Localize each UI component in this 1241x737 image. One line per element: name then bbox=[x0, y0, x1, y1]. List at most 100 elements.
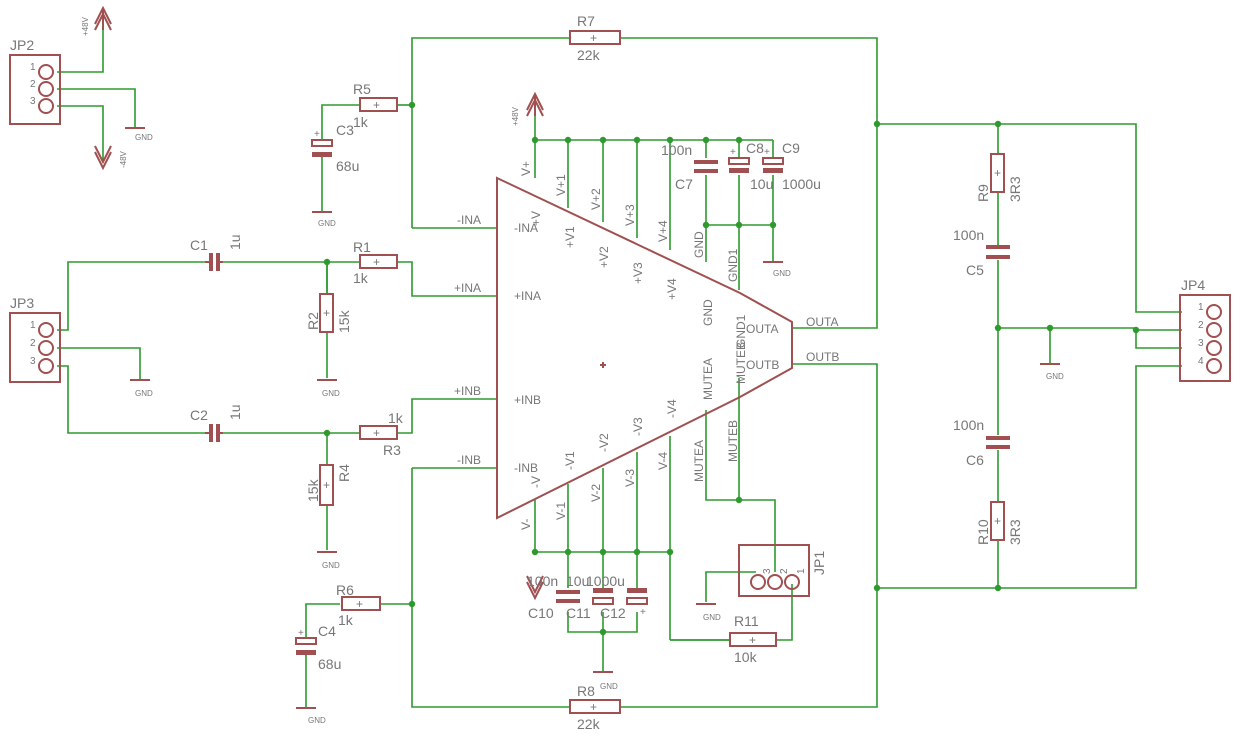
r7-name: R7 bbox=[577, 13, 595, 29]
svg-text:+: + bbox=[764, 147, 770, 158]
c1-value: 1u bbox=[227, 234, 243, 250]
c10-name: C10 bbox=[528, 605, 554, 621]
wire-r7-top bbox=[411, 37, 570, 228]
wire-jp1-gnd bbox=[705, 571, 756, 602]
c11-value: 10u bbox=[566, 573, 589, 589]
c4-value: 68u bbox=[318, 656, 341, 672]
svg-text:-V1: -V1 bbox=[563, 451, 577, 470]
svg-text:-V3: -V3 bbox=[631, 417, 645, 436]
svg-text:+INA: +INA bbox=[514, 289, 541, 303]
svg-text:2: 2 bbox=[779, 568, 790, 574]
svg-text:GND: GND bbox=[322, 389, 340, 398]
c3-value: 68u bbox=[336, 158, 359, 174]
c10-value: 100n bbox=[527, 573, 558, 589]
wire-jp3-pin3 bbox=[57, 365, 205, 434]
junctions bbox=[323, 101, 1140, 636]
svg-text:+INA: +INA bbox=[454, 281, 481, 295]
power-symbols: +48V -48V +48V bbox=[81, 5, 544, 601]
wire-r8-bot bbox=[411, 468, 570, 708]
svg-text:+: + bbox=[323, 306, 330, 320]
wire-gnd-bus bbox=[998, 327, 1182, 349]
r1-value: 1k bbox=[353, 270, 369, 286]
svg-text:MUTEB: MUTEB bbox=[734, 342, 748, 384]
r11-name: R11 bbox=[734, 613, 759, 629]
svg-text:+: + bbox=[298, 628, 304, 639]
svg-text:OUTB: OUTB bbox=[746, 358, 779, 372]
svg-text:V+3: V+3 bbox=[623, 204, 637, 226]
svg-text:-INB: -INB bbox=[457, 453, 481, 467]
wire-jp3-pin2 bbox=[57, 347, 141, 380]
wires bbox=[57, 30, 1182, 708]
r4-value: 15k bbox=[305, 478, 321, 502]
c12-name: C12 bbox=[600, 605, 626, 621]
svg-text:V-4: V-4 bbox=[656, 452, 670, 470]
svg-text:MUTEA: MUTEA bbox=[701, 358, 715, 400]
svg-text:V+: V+ bbox=[519, 161, 533, 176]
c5-value: 100n bbox=[953, 227, 984, 243]
c3-name: C3 bbox=[336, 122, 354, 138]
jp4-label: JP4 bbox=[1181, 277, 1205, 293]
svg-text:-INA: -INA bbox=[514, 221, 538, 235]
svg-text:+: + bbox=[749, 633, 756, 647]
svg-text:OUTA: OUTA bbox=[746, 322, 778, 336]
svg-text:GND: GND bbox=[600, 682, 618, 691]
r6-value: 1k bbox=[338, 612, 354, 628]
jp4-connector: JP4 1 2 3 4 bbox=[1179, 277, 1231, 382]
svg-text:+V3: +V3 bbox=[631, 262, 645, 284]
resistors: + + + + + + + + + + + bbox=[319, 30, 1005, 714]
wire-r8-out bbox=[620, 363, 878, 708]
svg-text:GND: GND bbox=[308, 716, 326, 725]
gnd-symbols: GND GND GND GND GND GND GND GND GND GND bbox=[125, 127, 1064, 725]
r4-name: R4 bbox=[336, 464, 352, 482]
svg-text:1: 1 bbox=[30, 62, 36, 73]
c11-name: C11 bbox=[566, 605, 591, 621]
svg-text:V-3: V-3 bbox=[623, 469, 637, 487]
amp-pin-labels: V+ V+1 V+2 V+3 V+4 GND GND1 +V +V1 +V2 +… bbox=[454, 161, 839, 530]
r11-value: 10k bbox=[734, 649, 758, 665]
svg-text:4: 4 bbox=[1198, 356, 1204, 367]
c12-value: 1000u bbox=[586, 573, 625, 589]
svg-text:+: + bbox=[590, 31, 597, 45]
c8-name: C8 bbox=[746, 140, 764, 156]
svg-text:+V2: +V2 bbox=[597, 246, 611, 268]
jp1-connector: JP1 3 2 1 bbox=[738, 544, 827, 597]
svg-text:-V2: -V2 bbox=[597, 433, 611, 452]
svg-text:+: + bbox=[373, 426, 380, 440]
svg-text:3: 3 bbox=[762, 568, 773, 574]
svg-text:3: 3 bbox=[30, 96, 36, 107]
svg-text:V-1: V-1 bbox=[554, 502, 568, 520]
r3-name: R3 bbox=[383, 442, 401, 458]
svg-text:-INA: -INA bbox=[457, 213, 481, 227]
svg-text:GND: GND bbox=[701, 299, 715, 326]
svg-text:+INB: +INB bbox=[454, 384, 481, 398]
svg-text:GND1: GND1 bbox=[734, 314, 748, 348]
svg-text:2: 2 bbox=[30, 338, 36, 349]
svg-text:GND: GND bbox=[703, 613, 721, 622]
r10-name: R10 bbox=[975, 519, 991, 545]
svg-text:+V: +V bbox=[529, 211, 543, 226]
svg-text:+: + bbox=[730, 147, 736, 158]
svg-text:+: + bbox=[373, 255, 380, 269]
svg-text:GND1: GND1 bbox=[726, 248, 740, 282]
r1-name: R1 bbox=[353, 239, 371, 255]
svg-text:MUTEB: MUTEB bbox=[726, 420, 740, 462]
svg-text:GND: GND bbox=[692, 231, 706, 258]
c6-name: C6 bbox=[966, 452, 984, 468]
wire-r3-inpb bbox=[397, 398, 497, 434]
svg-text:GND: GND bbox=[773, 269, 791, 278]
amplifier bbox=[496, 176, 793, 520]
svg-text:+V4: +V4 bbox=[665, 278, 679, 300]
svg-text:+48V: +48V bbox=[511, 106, 520, 126]
c2-name: C2 bbox=[190, 407, 208, 423]
wire-jp2-pin2 bbox=[57, 88, 136, 128]
svg-text:-V: -V bbox=[529, 476, 543, 488]
svg-text:+: + bbox=[314, 129, 320, 140]
svg-text:+: + bbox=[356, 597, 363, 611]
c9-value: 1000u bbox=[782, 176, 821, 192]
c5-name: C5 bbox=[966, 262, 984, 278]
svg-text:1: 1 bbox=[796, 568, 807, 574]
svg-text:GND: GND bbox=[318, 219, 336, 228]
r2-value: 15k bbox=[336, 309, 352, 333]
svg-text:MUTEA: MUTEA bbox=[692, 440, 706, 482]
svg-text:GND: GND bbox=[135, 133, 153, 142]
